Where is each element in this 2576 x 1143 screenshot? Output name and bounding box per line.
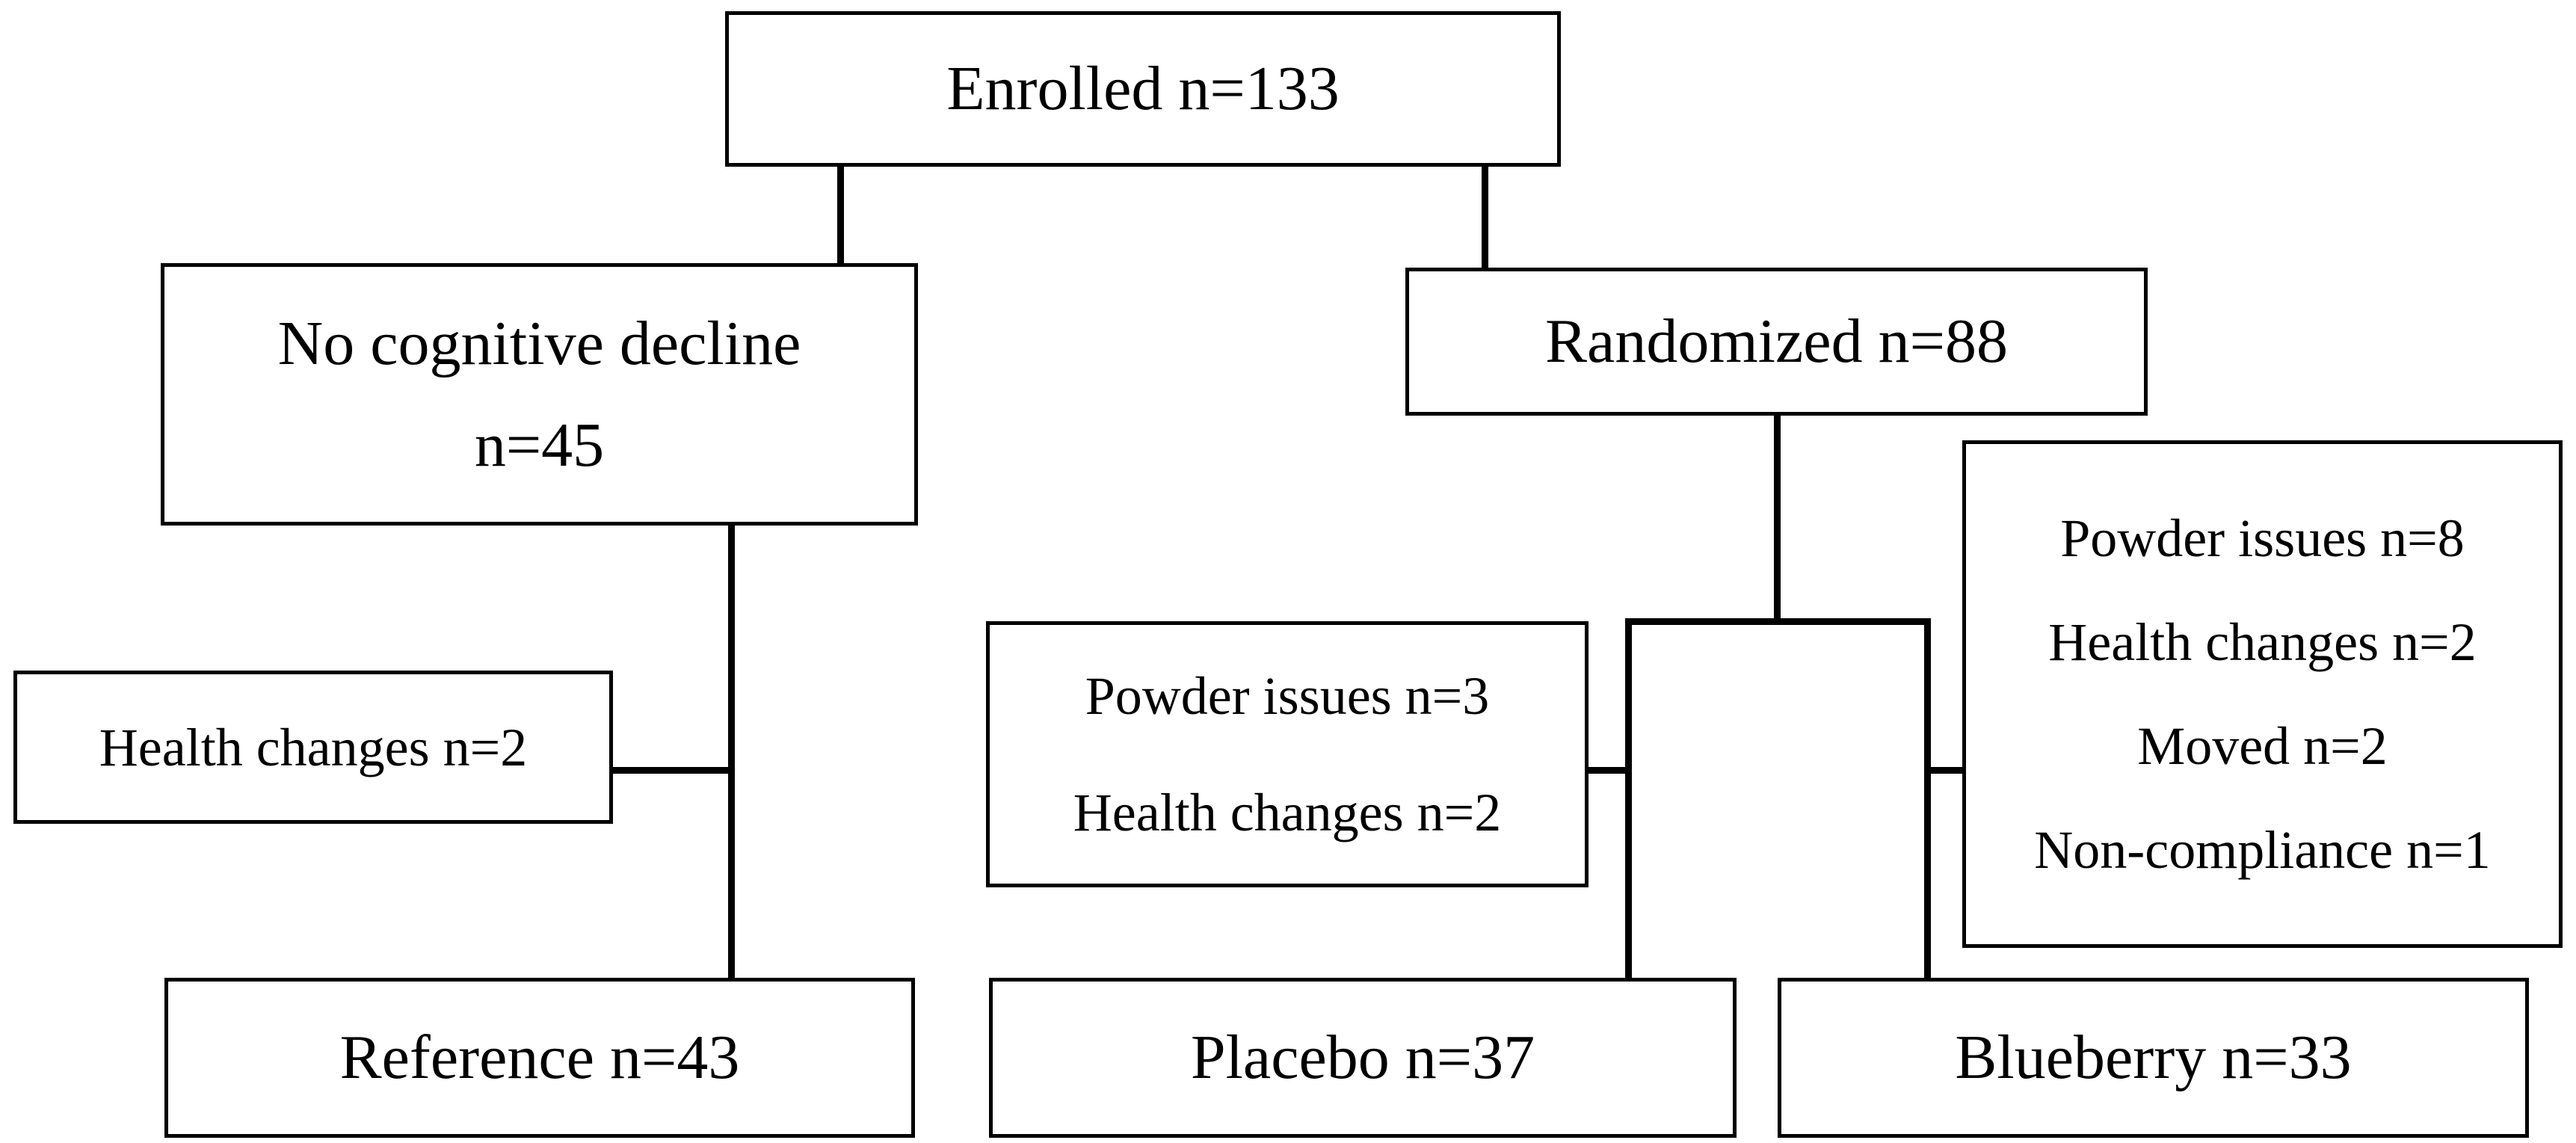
- box-reference-exclusions: Health changes n=2: [13, 671, 613, 824]
- placebo-label: Placebo n=37: [1190, 1023, 1535, 1092]
- connector-fork-to-blueberry: [1924, 618, 1931, 981]
- connector-randomized-fork-bar: [1625, 618, 1931, 625]
- box-reference: Reference n=43: [164, 978, 915, 1138]
- blueberry-exclusion-line: Powder issues n=8: [2060, 508, 2465, 568]
- no-cognitive-decline-label: No cognitive decline: [277, 308, 801, 378]
- placebo-exclusion-line: Powder issues n=3: [1085, 666, 1490, 726]
- blueberry-exclusion-line: Moved n=2: [2137, 716, 2388, 776]
- box-placebo: Placebo n=37: [989, 978, 1737, 1138]
- reference-label: Reference n=43: [339, 1023, 740, 1092]
- box-blueberry-exclusions: Powder issues n=8 Health changes n=2 Mov…: [1962, 440, 2563, 948]
- blueberry-label: Blueberry n=33: [1955, 1023, 2352, 1092]
- box-placebo-exclusions: Powder issues n=3 Health changes n=2: [986, 621, 1589, 887]
- reference-exclusion-line: Health changes n=2: [99, 717, 528, 777]
- randomized-label: Randomized n=88: [1545, 306, 2008, 376]
- connector-reference-exclusions: [610, 767, 731, 774]
- connector-blueberry-exclusions: [1927, 767, 1966, 774]
- box-no-cognitive-decline: No cognitive decline n=45: [161, 263, 918, 526]
- box-randomized: Randomized n=88: [1405, 268, 2148, 416]
- box-blueberry: Blueberry n=33: [1778, 978, 2529, 1138]
- enrolled-label: Enrolled n=133: [946, 54, 1340, 123]
- no-cognitive-decline-count: n=45: [474, 410, 605, 480]
- connector-enrolled-to-no-cognitive-decline: [837, 163, 844, 268]
- connector-placebo-exclusions: [1585, 767, 1630, 774]
- connector-fork-to-placebo: [1625, 618, 1632, 981]
- blueberry-exclusion-line: Non-compliance n=1: [2034, 820, 2491, 880]
- connector-no-cognitive-decline-to-reference: [728, 522, 735, 981]
- box-enrolled: Enrolled n=133: [725, 11, 1561, 167]
- placebo-exclusion-line: Health changes n=2: [1073, 783, 1502, 842]
- connector-enrolled-to-randomized: [1482, 163, 1488, 272]
- connector-randomized-stem: [1774, 413, 1781, 625]
- blueberry-exclusion-line: Health changes n=2: [2048, 612, 2477, 672]
